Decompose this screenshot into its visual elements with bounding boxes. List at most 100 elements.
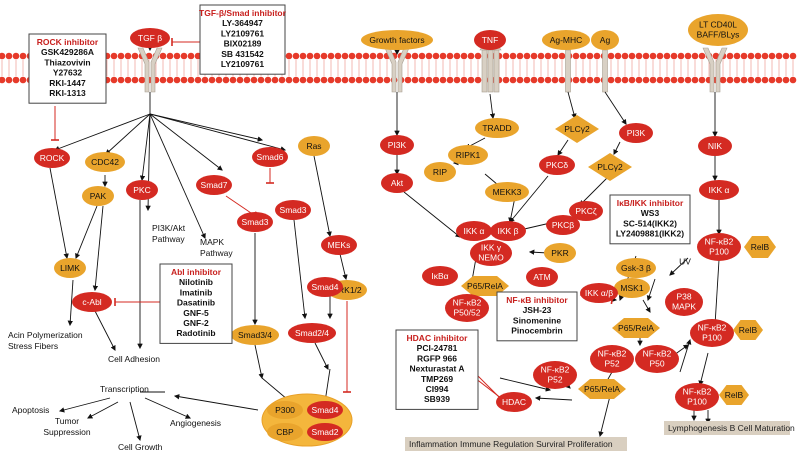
- node-smad4: Smad4: [307, 277, 343, 297]
- membrane-lipid: [306, 76, 314, 84]
- membrane-lipid: [159, 52, 167, 60]
- tgfb-receptor: [137, 47, 163, 93]
- membrane-lipid: [117, 52, 125, 60]
- node-limk-label: LIMK: [60, 263, 80, 273]
- node-pkc-label: PKC: [133, 185, 150, 195]
- activation-arrow: [144, 397, 191, 419]
- nfkb-inhibitor-box-item: Sinomenine: [513, 315, 561, 325]
- rock-inhibitor-box-item: Thiazovivin: [44, 57, 90, 67]
- node-nfkb-p100-c-label: P100: [687, 396, 707, 406]
- membrane-lipid: [285, 52, 293, 60]
- node-tradd: TRADD: [475, 118, 519, 138]
- node-ikkb: IKK β: [490, 221, 526, 241]
- node-smad3-b-label: Smad3: [280, 205, 307, 215]
- node-tgfb-label: TGF β: [138, 33, 162, 43]
- abl-inhibitor-box-item: Nilotinib: [179, 277, 213, 287]
- activation-arrow: [669, 257, 689, 276]
- membrane-lipid: [341, 76, 349, 84]
- membrane-lipid: [460, 52, 468, 60]
- membrane-lipid: [509, 76, 517, 84]
- membrane-lipid: [579, 76, 587, 84]
- node-tnf-label: TNF: [482, 35, 499, 45]
- ikb-ikk-inhibitor-box-title: IκB/IKK inhibitor: [617, 198, 684, 208]
- membrane-lipid: [691, 52, 699, 60]
- membrane-lipid: [768, 52, 776, 60]
- activation-arrow: [642, 299, 651, 313]
- node-gsk3b: Gsk-3 β: [616, 258, 656, 278]
- node-smad6: Smad6: [252, 147, 288, 167]
- banner-inflammation: Inflammation Immune Regulation Surviral …: [405, 437, 627, 451]
- ikb-ikk-inhibitor-box-item: SC-514(IKK2): [623, 218, 677, 228]
- node-nfkb-p52-label: P52: [604, 358, 619, 368]
- membrane-lipid: [12, 52, 20, 60]
- node-relb-1: RelB: [744, 236, 776, 258]
- membrane-lipid: [124, 52, 132, 60]
- membrane-lipid: [166, 52, 174, 60]
- activation-arrow: [149, 113, 223, 171]
- node-pkc: PKC: [126, 180, 158, 200]
- node-nfkb-p50-label: P50: [649, 358, 664, 368]
- membrane-lipid: [173, 52, 181, 60]
- membrane-lipid: [537, 76, 545, 84]
- node-pkcb: PKCβ: [546, 215, 580, 235]
- membrane-lipid: [453, 52, 461, 60]
- membrane-lipid: [509, 52, 517, 60]
- inhibition-line: [225, 195, 257, 219]
- membrane-lipid: [180, 76, 188, 84]
- node-smad24-label: Smad2/4: [295, 328, 329, 338]
- node-akt-label: Akt: [391, 178, 404, 188]
- membrane-lipid: [733, 52, 741, 60]
- label-transcription: Transcription: [100, 384, 149, 394]
- node-msk1-label: MSK1: [620, 283, 643, 293]
- node-ikkab-label: IKK α/β: [585, 288, 613, 298]
- membrane-lipid: [117, 76, 125, 84]
- membrane-lipid: [733, 76, 741, 84]
- membrane-lipid: [789, 52, 797, 60]
- membrane-lipid: [530, 52, 538, 60]
- node-smad4-label: Smad4: [312, 282, 339, 292]
- membrane-lipid: [467, 52, 475, 60]
- activation-arrow: [646, 278, 656, 302]
- membrane-lipid: [523, 76, 531, 84]
- membrane-lipid: [110, 52, 118, 60]
- membrane-lipid: [383, 76, 391, 84]
- node-pkr: PKR: [544, 243, 576, 263]
- tgf-smad-inhibitor-box-item: BIX02189: [224, 39, 262, 49]
- membrane-lipid: [740, 76, 748, 84]
- membrane-lipid: [663, 76, 671, 84]
- node-cabl: c-Abl: [72, 292, 112, 312]
- abl-inhibitor-box-item: GNF-5: [183, 308, 209, 318]
- membrane-lipid: [194, 76, 202, 84]
- baff-receptor: [702, 47, 728, 93]
- node-relb-2-label: RelB: [739, 325, 758, 335]
- tgf-smad-inhibitor-box-item: LY2109761: [221, 28, 264, 38]
- hdac-inhibitor-box-title: HDAC inhibitor: [407, 333, 469, 343]
- membrane-lipid: [607, 76, 615, 84]
- membrane-lipid: [418, 76, 426, 84]
- membrane-lipid: [292, 76, 300, 84]
- membrane-lipid: [761, 76, 769, 84]
- activation-arrow: [173, 394, 259, 411]
- membrane-lipid: [474, 52, 482, 60]
- label-cell-growth: Cell Growth: [118, 442, 163, 452]
- membrane-lipid: [313, 76, 321, 84]
- activation-arrow: [712, 259, 720, 327]
- banner-lymphogenesis-text: Lymphogenesis B Cell Maturation: [668, 423, 795, 433]
- membrane-lipid: [635, 52, 643, 60]
- activation-arrow: [579, 177, 608, 206]
- activation-arrow: [92, 205, 104, 292]
- node-uv: UV: [679, 256, 691, 266]
- membrane-lipid: [649, 76, 657, 84]
- activation-arrow: [557, 139, 569, 156]
- membrane-lipid: [285, 76, 293, 84]
- tgf-smad-inhibitor-box-title: TGF-β/Smad inhibitor: [199, 8, 287, 18]
- node-relb-3-label: RelB: [725, 390, 744, 400]
- node-plcy2-b: PLCγ2: [588, 153, 632, 181]
- membrane-lipid: [726, 76, 734, 84]
- membrane-lipid: [19, 52, 27, 60]
- node-growth-factors-label: Growth factors: [369, 35, 424, 45]
- membrane-lipid: [747, 76, 755, 84]
